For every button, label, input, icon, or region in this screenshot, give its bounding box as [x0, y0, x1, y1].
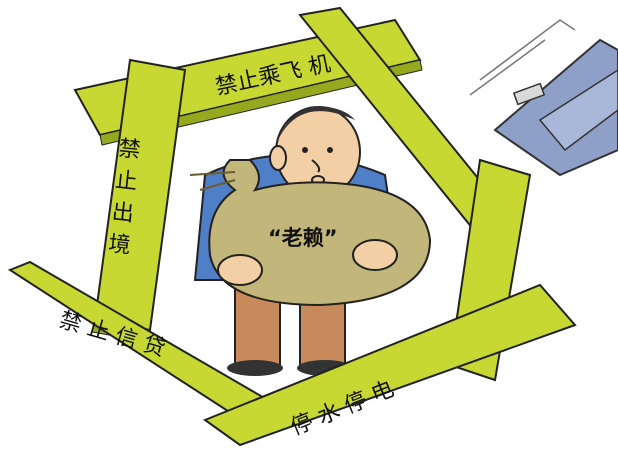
plank-bottom: [202, 283, 577, 447]
airplane: [469, 19, 618, 177]
money-bag: [189, 159, 432, 307]
bag-label: “老赖”: [268, 226, 338, 250]
